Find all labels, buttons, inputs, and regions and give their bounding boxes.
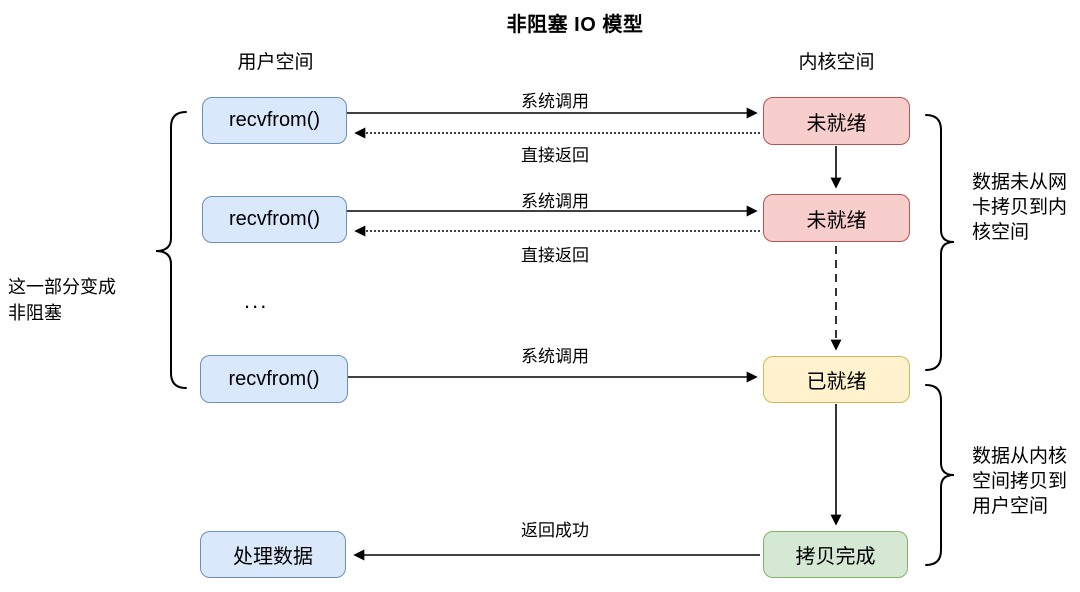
non-blocking-note: 这一部分变成 非阻塞 xyxy=(8,277,116,324)
kernel-copy-pending-note: 数据未从网 卡拷贝到内 核空间 xyxy=(972,172,1068,244)
repeat-ellipsis: ... xyxy=(244,288,269,313)
direct-return-label-1: 直接返回 xyxy=(521,146,589,165)
recvfrom-box-1: recvfrom() xyxy=(202,97,347,144)
syscall-label-1: 系统调用 xyxy=(521,92,589,111)
not-ready-box-2: 未就绪 xyxy=(763,194,910,242)
syscall-label-3: 系统调用 xyxy=(521,347,589,366)
right-brace-top xyxy=(925,114,955,371)
return-success-label: 返回成功 xyxy=(521,521,589,540)
ready-box: 已就绪 xyxy=(763,356,910,403)
copy-done-box: 拷贝完成 xyxy=(763,531,908,578)
right-brace-bottom xyxy=(925,384,955,566)
left-brace xyxy=(155,111,187,389)
kernel-space-header: 内核空间 xyxy=(798,52,875,73)
direct-return-label-2: 直接返回 xyxy=(521,246,589,265)
not-ready-box-1: 未就绪 xyxy=(763,97,910,145)
recvfrom-box-2: recvfrom() xyxy=(202,196,347,243)
recvfrom-box-3: recvfrom() xyxy=(200,355,348,403)
user-space-header: 用户空间 xyxy=(237,52,314,73)
user-copy-note: 数据从内核 空间拷贝到 用户空间 xyxy=(972,446,1068,518)
process-data-box: 处理数据 xyxy=(200,531,346,578)
syscall-label-2: 系统调用 xyxy=(521,192,589,211)
diagram-title: 非阻塞 IO 模型 xyxy=(506,14,644,36)
